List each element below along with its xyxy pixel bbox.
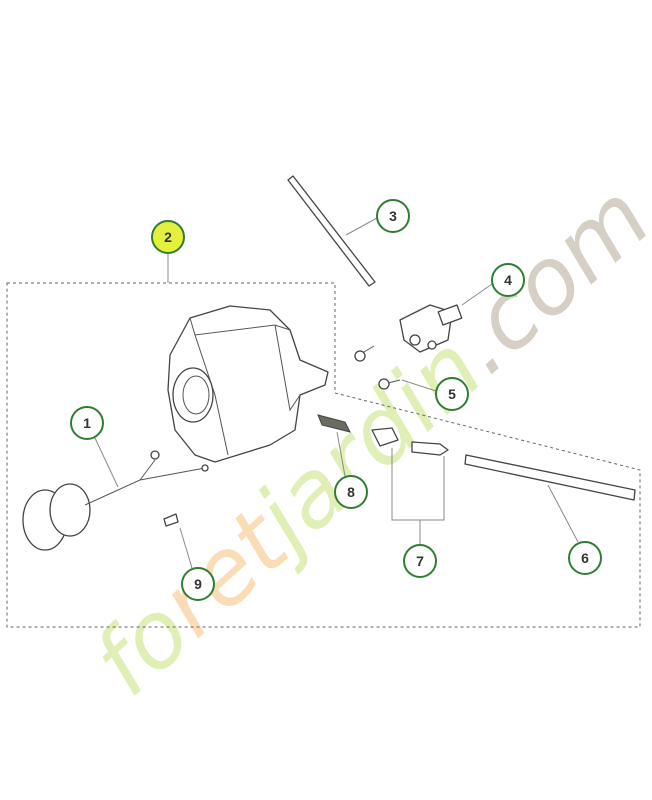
leader-3 <box>345 217 378 236</box>
callout-label: 3 <box>389 208 397 224</box>
callout-7[interactable]: 7 <box>403 544 437 578</box>
callout-3[interactable]: 3 <box>376 199 410 233</box>
callout-1[interactable]: 1 <box>70 406 104 440</box>
screw-part <box>163 513 179 527</box>
callout-5[interactable]: 5 <box>435 377 469 411</box>
callout-2[interactable]: 2 <box>151 220 185 254</box>
leader-5 <box>401 379 437 392</box>
callout-label: 5 <box>448 386 456 402</box>
fuel-tank-part <box>167 305 329 463</box>
oil-pump-part <box>399 304 463 353</box>
callout-label: 7 <box>416 553 424 569</box>
callout-label: 1 <box>83 415 91 431</box>
leader-4 <box>461 283 493 306</box>
screw-part <box>354 345 401 390</box>
callout-4[interactable]: 4 <box>491 263 525 297</box>
leader-1 <box>94 437 119 488</box>
callout-label: 4 <box>504 272 512 288</box>
fuel-filter-part <box>317 414 351 433</box>
leader-8 <box>336 431 346 477</box>
callout-label: 2 <box>164 229 172 245</box>
assembly-boundary <box>6 282 641 628</box>
fuel-hose-part <box>287 175 376 287</box>
leader-6 <box>547 484 579 543</box>
leader-9 <box>179 527 193 569</box>
callout-8[interactable]: 8 <box>334 475 368 509</box>
callout-6[interactable]: 6 <box>568 541 602 575</box>
callout-label: 9 <box>194 576 202 592</box>
fuel-cap-part <box>22 450 209 551</box>
fittings-part <box>371 427 449 456</box>
callout-label: 8 <box>347 484 355 500</box>
callout-label: 6 <box>581 550 589 566</box>
leader-7 <box>391 448 445 545</box>
callout-9[interactable]: 9 <box>181 567 215 601</box>
oil-hose-part <box>464 454 636 501</box>
